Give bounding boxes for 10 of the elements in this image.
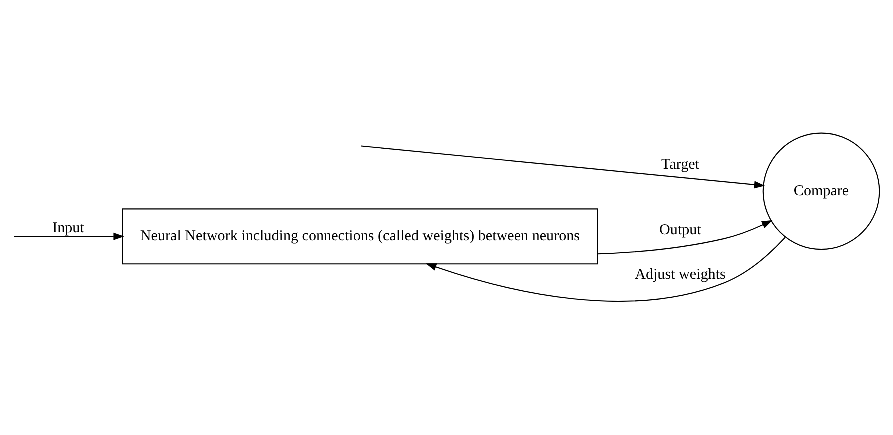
arrow [598, 220, 773, 255]
arrow [426, 237, 786, 302]
edge-label: Target [662, 157, 700, 174]
arrow [14, 232, 124, 240]
edge-label: Input [52, 220, 84, 237]
arrow [361, 146, 766, 189]
node-circle: Compare [762, 132, 880, 250]
edge-label: Output [660, 222, 702, 239]
node-box: Neural Network including connections (called weights) between neurons [122, 208, 598, 265]
edge-label: Adjust weights [635, 266, 726, 283]
